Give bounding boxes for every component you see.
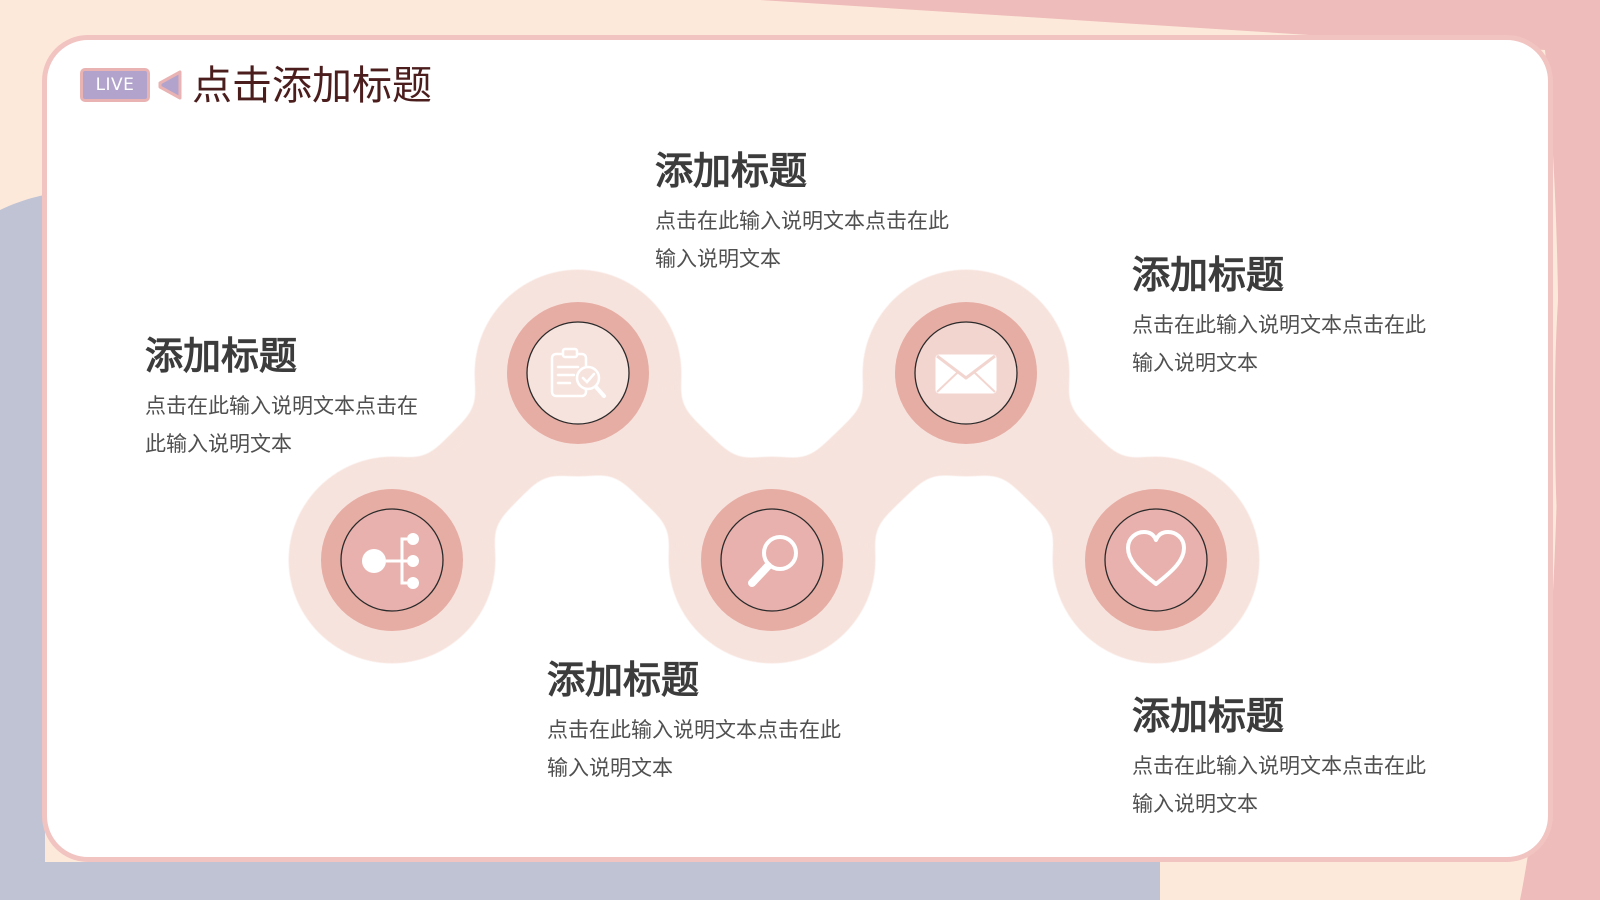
node-1 xyxy=(321,489,463,631)
mail-icon xyxy=(935,354,997,394)
step-5-line-2: 输入说明文本 xyxy=(1132,792,1258,816)
node-4 xyxy=(895,302,1037,444)
step-2-description: 点击在此输入说明文本点击在此 输入说明文本 xyxy=(655,202,995,278)
step-5: 添加标题 点击在此输入说明文本点击在此 输入说明文本 xyxy=(1132,693,1472,823)
node-2 xyxy=(507,302,649,444)
step-5-line-1: 点击在此输入说明文本点击在此 xyxy=(1132,754,1426,778)
share-network-icon xyxy=(362,533,419,589)
step-4-line-1: 点击在此输入说明文本点击在此 xyxy=(1132,313,1426,337)
step-1-description: 点击在此输入说明文本点击在 此输入说明文本 xyxy=(145,387,465,463)
step-2: 添加标题 点击在此输入说明文本点击在此 输入说明文本 xyxy=(655,148,995,278)
magnifier-icon xyxy=(748,535,798,587)
step-2-heading: 添加标题 xyxy=(655,149,808,193)
node-3 xyxy=(701,489,843,631)
step-1: 添加标题 点击在此输入说明文本点击在 此输入说明文本 xyxy=(145,333,465,463)
step-3: 添加标题 点击在此输入说明文本点击在此 输入说明文本 xyxy=(547,657,887,787)
node-5 xyxy=(1085,489,1227,631)
step-4-heading: 添加标题 xyxy=(1132,253,1285,297)
page-title: 点击添加标题 xyxy=(192,63,432,109)
step-1-heading: 添加标题 xyxy=(145,334,298,378)
step-1-line-2: 此输入说明文本 xyxy=(145,432,292,456)
step-3-heading: 添加标题 xyxy=(547,658,700,702)
document-search-icon xyxy=(550,347,606,398)
step-3-line-2: 输入说明文本 xyxy=(547,756,673,780)
content-card xyxy=(42,35,1553,862)
step-2-line-1: 点击在此输入说明文本点击在此 xyxy=(655,209,949,233)
camera-icon xyxy=(158,70,182,100)
step-4-line-2: 输入说明文本 xyxy=(1132,351,1258,375)
step-4: 添加标题 点击在此输入说明文本点击在此 输入说明文本 xyxy=(1132,252,1472,382)
step-5-description: 点击在此输入说明文本点击在此 输入说明文本 xyxy=(1132,747,1472,823)
live-badge: LIVE xyxy=(80,68,150,102)
live-badge-label: LIVE xyxy=(95,75,135,95)
step-5-heading: 添加标题 xyxy=(1132,694,1285,738)
step-3-description: 点击在此输入说明文本点击在此 输入说明文本 xyxy=(547,711,887,787)
step-2-line-2: 输入说明文本 xyxy=(655,247,781,271)
step-4-description: 点击在此输入说明文本点击在此 输入说明文本 xyxy=(1132,306,1472,382)
step-1-line-1: 点击在此输入说明文本点击在 xyxy=(145,394,418,418)
heart-icon xyxy=(1126,530,1186,586)
step-3-line-1: 点击在此输入说明文本点击在此 xyxy=(547,718,841,742)
